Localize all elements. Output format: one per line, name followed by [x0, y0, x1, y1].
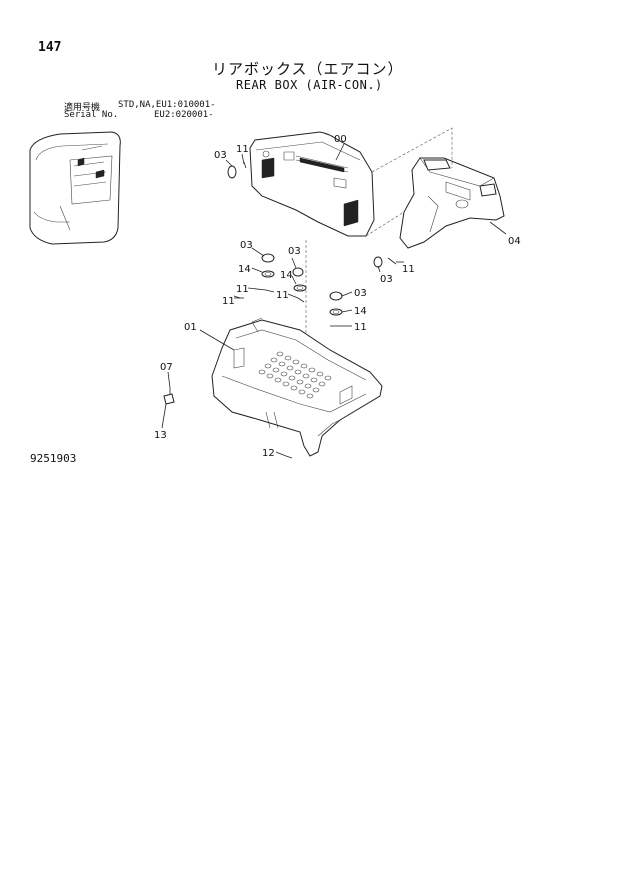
alignment-line-mid: [365, 211, 405, 237]
callout-11: 11: [236, 144, 249, 155]
callout-14: 14: [238, 264, 251, 275]
cap-03-c: [292, 267, 304, 277]
part-00-upper-panel: [249, 131, 375, 237]
callout-11: 11: [354, 322, 367, 333]
callout-14: 14: [354, 306, 367, 317]
grille-perforation-pattern: [258, 351, 332, 399]
callout-03: 03: [354, 288, 367, 299]
callout-03: 03: [214, 150, 227, 161]
leader-lines: [161, 143, 507, 457]
figure-number: 9251903: [30, 452, 77, 465]
callout-03: 03: [380, 274, 393, 285]
cap-03-a: [227, 165, 237, 179]
callout-14: 14: [280, 270, 293, 281]
callout-11: 11: [402, 264, 415, 275]
serial-label-japanese: 適用号機: [64, 103, 101, 113]
callout-03: 03: [288, 246, 301, 257]
callout-11: 11: [222, 296, 235, 307]
serial-range-eu2: EU2:020001-: [154, 110, 214, 120]
callout-13: 13: [154, 430, 167, 441]
callout-04: 04: [508, 236, 521, 247]
page-title-english: REAR BOX (AIR-CON.): [236, 78, 383, 92]
serial-label-english: Serial No.: [64, 110, 119, 120]
callout-07: 07: [160, 362, 173, 373]
hardware-items: [163, 161, 397, 459]
callout-00: 00: [334, 134, 347, 145]
cap-03-d: [329, 291, 343, 301]
serial-range-std: STD,NA,EU1:010001-: [118, 100, 216, 110]
callout-12: 12: [262, 448, 275, 459]
callout-03: 03: [240, 240, 253, 251]
callout-01: 01: [184, 322, 197, 333]
cap-03-b: [261, 253, 275, 263]
part-04-side-duct: [399, 157, 505, 249]
cap-03-e: [373, 256, 383, 268]
callout-labels: 00 03 11 04 03 03 14 14 11 11 11 03 14 1…: [154, 134, 521, 459]
callout-11: 11: [236, 284, 249, 295]
callout-11: 11: [276, 290, 289, 301]
alignment-line-upper: [371, 127, 453, 173]
cab-locator-thumbnail: [29, 131, 121, 245]
clip-13: [163, 393, 175, 405]
page-number: 147: [38, 40, 62, 55]
page-title-japanese: リアボックス（エアコン）: [212, 60, 404, 78]
